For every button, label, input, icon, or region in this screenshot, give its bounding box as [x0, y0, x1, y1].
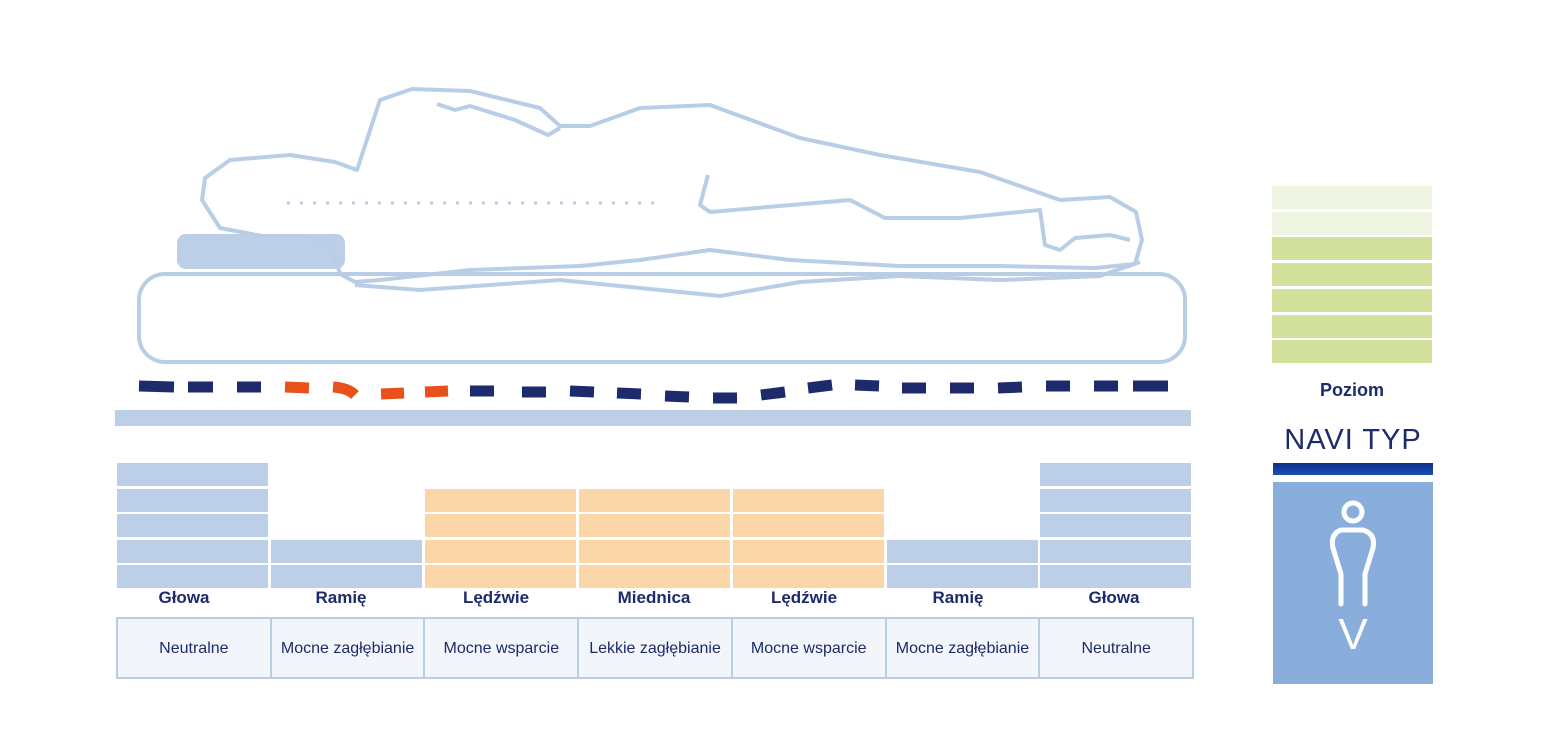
zone-bar: [1040, 565, 1191, 588]
zone-description: Lekkie zagłębianie: [579, 619, 733, 677]
zone-bar: [425, 514, 576, 537]
zone-bar: [425, 488, 576, 512]
zone-description: Neutralne: [1081, 639, 1151, 657]
zone-bar: [733, 488, 884, 512]
zone-description: Mocne zagłębianie: [887, 619, 1041, 677]
zone-bar: [117, 539, 268, 563]
level-bar: [1272, 263, 1432, 287]
zone-bar: [425, 565, 576, 588]
arm-outline: [436, 102, 562, 137]
spine-dash: [760, 386, 786, 401]
lower-arm-outline: [698, 174, 1131, 252]
zone-bar: [271, 539, 422, 563]
spine-dash-highlight: [284, 381, 310, 394]
zone-bar: [117, 463, 268, 486]
zone-bar: [579, 488, 730, 512]
spine-dash: [997, 381, 1023, 394]
zone-label: Głowa: [158, 588, 210, 607]
zone-description: Neutralne: [118, 619, 272, 677]
spine-dash: [616, 387, 642, 400]
zone-bar: [733, 539, 884, 563]
zone-bar: [1040, 463, 1191, 486]
zone-bar: [1040, 514, 1191, 537]
zone-bar: [733, 565, 884, 588]
spine-dash: [854, 379, 880, 392]
type-letter: V: [1338, 610, 1368, 659]
zone-label: Miednica: [617, 588, 691, 607]
zone-bar: [117, 514, 268, 537]
zone-bar: [1040, 539, 1191, 563]
type-stripe: [1273, 463, 1433, 475]
zone-label: Ramię: [315, 588, 367, 607]
spine-dash: [807, 379, 833, 394]
spine-dash-highlight: [380, 387, 405, 400]
zone-bar: [271, 565, 422, 588]
zone-bar: [579, 539, 730, 563]
pillow: [177, 234, 345, 269]
spine-dash-highlight: [332, 381, 359, 400]
zone-label: Lędźwie: [462, 588, 530, 607]
spine-dash: [138, 380, 175, 393]
zone-description: Mocne wsparcie: [425, 619, 580, 677]
zone-bar: [425, 539, 576, 563]
spine-dash: [664, 390, 690, 403]
zone-bar: [1040, 488, 1191, 512]
spine-line: [138, 379, 1168, 404]
level-bar: [1272, 211, 1432, 235]
zone-label: Głowa: [1088, 588, 1140, 607]
type-panel: V: [1273, 482, 1433, 684]
zone-bar: [733, 514, 884, 537]
level-bar: [1272, 288, 1432, 312]
spine-dash-highlight: [424, 385, 449, 398]
type-title: NAVI TYP: [1284, 424, 1422, 456]
zone-label: Lędźwie: [770, 588, 838, 607]
zone-bar: [117, 488, 268, 512]
base-board: [115, 410, 1191, 426]
zone-bar: [887, 565, 1038, 588]
zone-description-table: Neutralne Mocne zagłębianie Mocne wsparc…: [116, 617, 1194, 679]
zone-description: Mocne wsparcie: [733, 619, 887, 677]
hip-line: [354, 260, 1141, 298]
person-icon: [1329, 500, 1376, 607]
zone-bar: [579, 565, 730, 588]
spine-dash: [569, 385, 595, 398]
level-bar: [1272, 340, 1432, 364]
level-bar: [1272, 186, 1432, 209]
body-outline: [200, 87, 1144, 284]
zone-bar: [579, 514, 730, 537]
zone-bar: [117, 565, 268, 588]
zone-description: Mocne zagłębianie: [272, 619, 426, 677]
level-title: Poziom: [1319, 380, 1384, 400]
mattress-outline: [137, 272, 1187, 364]
zone-label: Ramię: [932, 588, 984, 607]
zone-bar: [887, 539, 1038, 563]
level-bar: [1272, 314, 1432, 338]
level-bar: [1272, 237, 1432, 261]
